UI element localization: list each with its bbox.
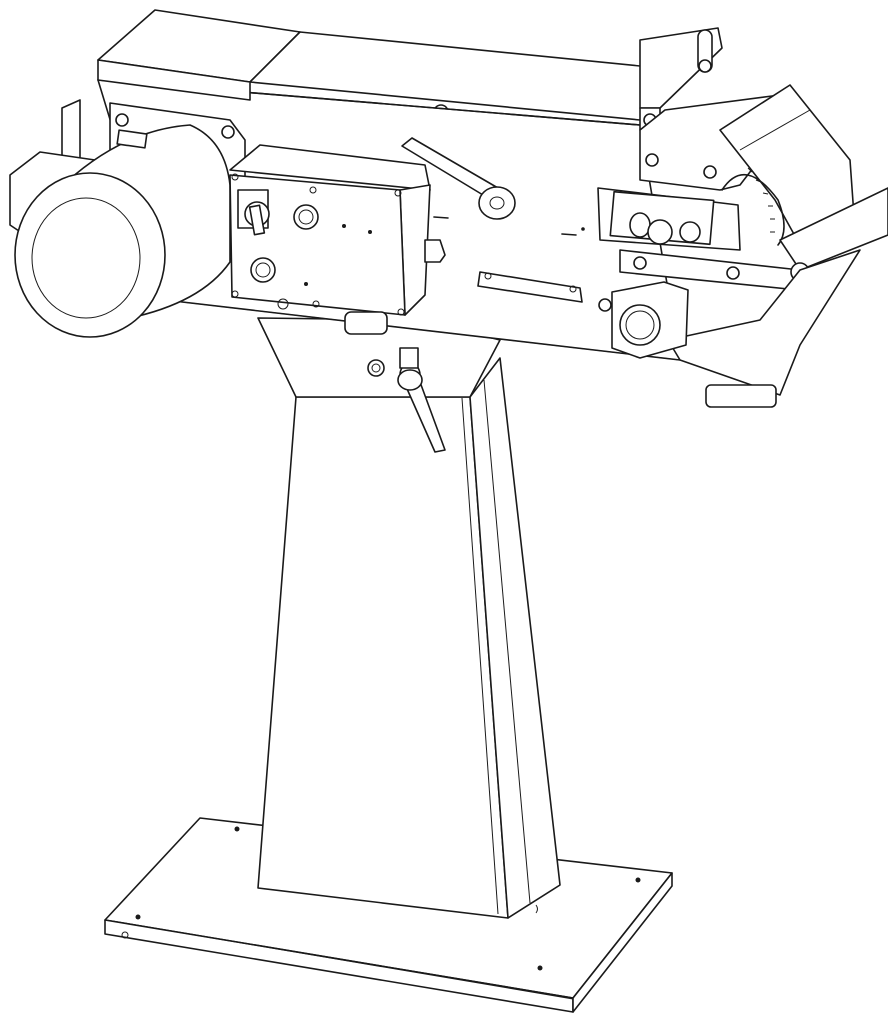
motor bbox=[14, 102, 246, 338]
base-bolt-holes bbox=[135, 826, 641, 971]
start-button bbox=[250, 257, 276, 283]
pedestal-column bbox=[257, 317, 561, 919]
tool-rest-bar bbox=[477, 271, 583, 303]
belt-head-assembly bbox=[597, 27, 888, 408]
side-knob bbox=[424, 239, 446, 263]
adjustment-knob bbox=[629, 212, 701, 245]
indicator-button bbox=[293, 204, 319, 230]
angle-scale-ticks bbox=[747, 167, 775, 233]
column-clamp-lever bbox=[367, 347, 446, 453]
switch-box bbox=[229, 144, 446, 335]
belt-tension-lever bbox=[401, 137, 516, 220]
